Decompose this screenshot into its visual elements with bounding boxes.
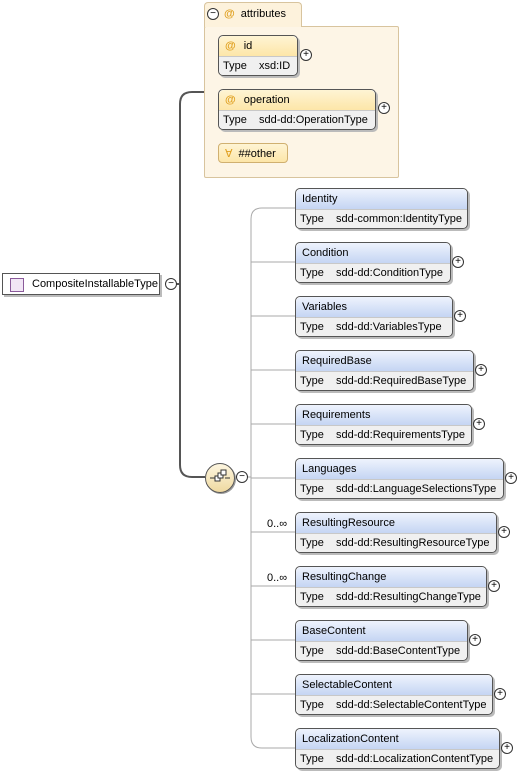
type-label: Type	[223, 60, 247, 72]
forall-icon: ∀	[225, 148, 233, 160]
element-name: LocalizationContent	[296, 729, 499, 750]
sequence-icon[interactable]	[205, 463, 235, 493]
root-collapse-icon[interactable]: −	[165, 278, 177, 290]
expand-requiredbase-icon[interactable]: +	[475, 364, 487, 376]
element-type: sdd-dd:RequirementsType	[336, 429, 466, 441]
type-label: Type	[300, 591, 324, 603]
expand-requirements-icon[interactable]: +	[473, 418, 485, 430]
type-label: Type	[300, 699, 324, 711]
element-name: Condition	[296, 243, 450, 264]
type-label: Type	[300, 483, 324, 495]
element-name: ResultingChange	[296, 567, 486, 588]
expand-localizationcontent-icon[interactable]: +	[501, 742, 513, 754]
attribute-name: id	[243, 40, 253, 52]
attributes-collapse-icon[interactable]: −	[207, 8, 219, 20]
sequence-collapse-icon[interactable]: −	[236, 471, 248, 483]
root-type-box[interactable]: CompositeInstallableType	[2, 273, 160, 295]
element-variables[interactable]: Variables Type sdd-dd:VariablesType	[295, 296, 453, 337]
element-name: Identity	[296, 189, 467, 210]
occurrence-label: 0..∞	[267, 518, 288, 530]
type-label: Type	[300, 321, 324, 333]
attribute-operation-box[interactable]: @ operation Type sdd-dd:OperationType	[218, 89, 376, 130]
root-type-name: CompositeInstallableType	[32, 278, 158, 290]
expand-id-icon[interactable]: +	[300, 49, 312, 61]
element-requiredbase[interactable]: RequiredBase Type sdd-dd:RequiredBaseType	[295, 350, 474, 391]
element-resultingchange[interactable]: ResultingChange Type sdd-dd:ResultingChan…	[295, 566, 487, 607]
expand-basecontent-icon[interactable]: +	[469, 634, 481, 646]
attribute-type: xsd:ID	[259, 60, 291, 72]
element-type: sdd-dd:VariablesType	[336, 321, 442, 333]
attribute-id-box[interactable]: @ id Type xsd:ID	[218, 35, 298, 76]
element-type: sdd-dd:ResultingResourceType	[336, 537, 490, 549]
element-languages[interactable]: Languages Type sdd-dd:LanguageSelectionsT…	[295, 458, 504, 499]
element-type: sdd-dd:RequiredBaseType	[336, 375, 467, 387]
expand-resultingchange-icon[interactable]: +	[488, 580, 500, 592]
any-attribute-box[interactable]: ∀ ##other	[218, 143, 288, 163]
element-identity[interactable]: Identity Type sdd-common:IdentityType	[295, 188, 468, 229]
element-selectablecontent[interactable]: SelectableContent Type sdd-dd:SelectableC…	[295, 674, 493, 715]
element-name: ResultingResource	[296, 513, 496, 534]
attribute-name: operation	[243, 94, 290, 106]
element-basecontent[interactable]: BaseContent Type sdd-dd:BaseContentType	[295, 620, 468, 661]
attributes-tab	[204, 2, 302, 27]
element-localizationcontent[interactable]: LocalizationContent Type sdd-dd:Localizat…	[295, 728, 500, 769]
type-label: Type	[223, 114, 247, 126]
element-name: Requirements	[296, 405, 471, 426]
element-name: Languages	[296, 459, 503, 480]
element-type: sdd-dd:ConditionType	[336, 267, 444, 279]
element-resultingresource[interactable]: ResultingResource Type sdd-dd:ResultingRe…	[295, 512, 497, 553]
type-label: Type	[300, 429, 324, 441]
expand-condition-icon[interactable]: +	[452, 256, 464, 268]
complex-type-icon	[10, 278, 24, 292]
any-attribute-label: ##other	[238, 148, 276, 160]
element-type: sdd-dd:BaseContentType	[336, 645, 461, 657]
element-condition[interactable]: Condition Type sdd-dd:ConditionType	[295, 242, 451, 283]
attributes-label: attributes	[240, 8, 286, 20]
type-label: Type	[300, 645, 324, 657]
expand-operation-icon[interactable]: +	[378, 102, 390, 114]
element-type: sdd-dd:LanguageSelectionsType	[336, 483, 497, 495]
attributes-title: @ attributes	[224, 8, 286, 20]
expand-languages-icon[interactable]: +	[505, 472, 517, 484]
element-type: sdd-dd:SelectableContentType	[336, 699, 487, 711]
element-type: sdd-common:IdentityType	[336, 213, 462, 225]
element-type: sdd-dd:LocalizationContentType	[336, 753, 494, 765]
element-requirements[interactable]: Requirements Type sdd-dd:RequirementsType	[295, 404, 472, 445]
element-type: sdd-dd:ResultingChangeType	[336, 591, 481, 603]
expand-resultingresource-icon[interactable]: +	[498, 526, 510, 538]
at-icon: @	[224, 8, 235, 20]
expand-selectablecontent-icon[interactable]: +	[494, 688, 506, 700]
expand-variables-icon[interactable]: +	[454, 310, 466, 322]
type-label: Type	[300, 753, 324, 765]
at-icon: @	[225, 40, 236, 52]
type-label: Type	[300, 375, 324, 387]
type-label: Type	[300, 213, 324, 225]
type-label: Type	[300, 537, 324, 549]
type-label: Type	[300, 267, 324, 279]
attribute-type: sdd-dd:OperationType	[259, 114, 368, 126]
element-name: SelectableContent	[296, 675, 492, 696]
at-icon: @	[225, 94, 236, 106]
element-name: Variables	[296, 297, 452, 318]
element-name: BaseContent	[296, 621, 467, 642]
occurrence-label: 0..∞	[267, 572, 288, 584]
element-name: RequiredBase	[296, 351, 473, 372]
